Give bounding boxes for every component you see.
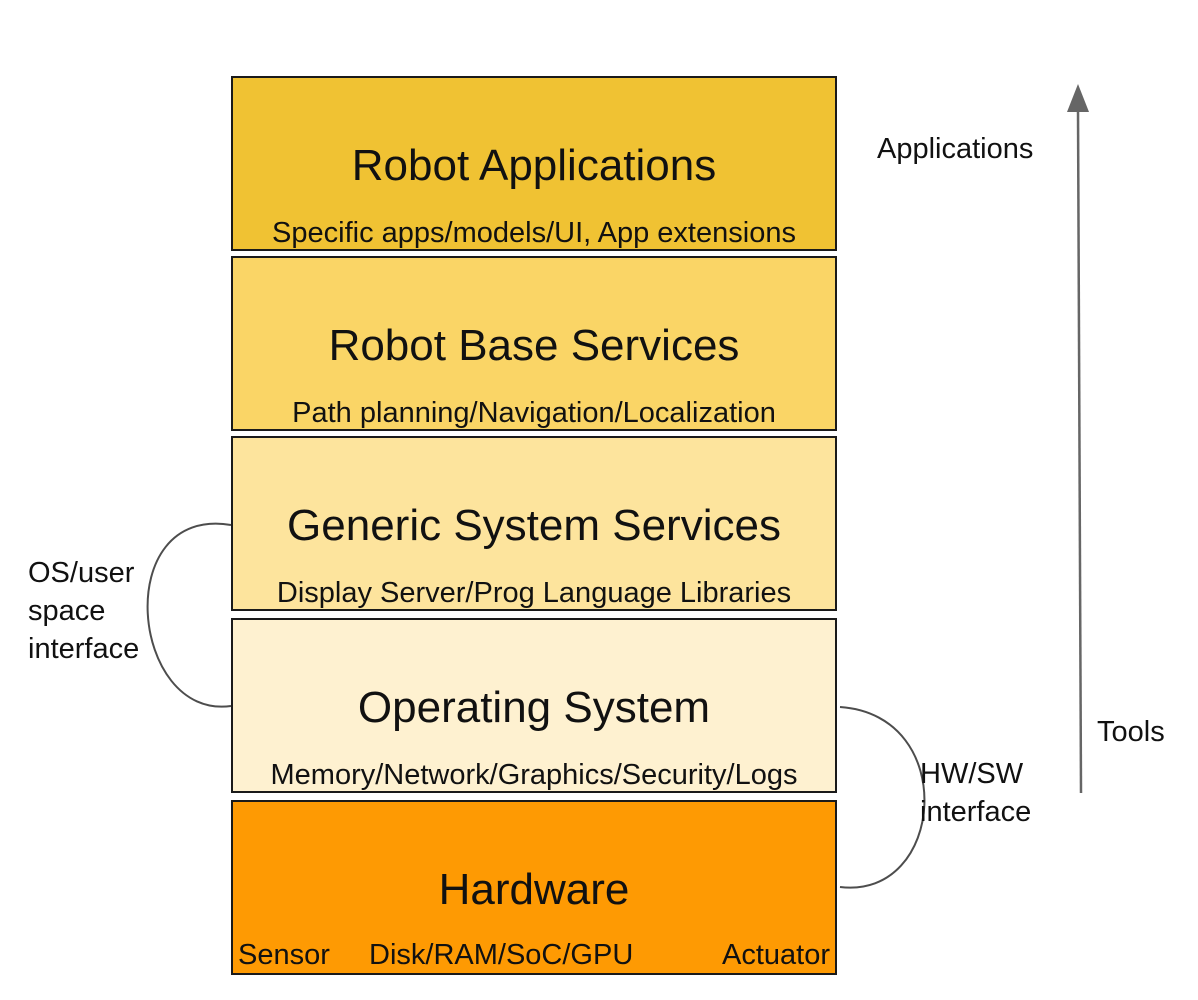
progression-axis-line bbox=[1076, 109, 1083, 794]
os-user-interface-line: OS/user bbox=[28, 557, 135, 589]
layer-subtitle: Display Server/Prog Language Libraries bbox=[276, 577, 792, 609]
layer-title: Generic System Services bbox=[287, 501, 781, 550]
os-user-interface-line: space bbox=[28, 595, 106, 627]
layer-title: Hardware bbox=[438, 865, 630, 914]
os-user-interface-line: interface bbox=[28, 633, 140, 665]
axis-bottom-label: Tools bbox=[1097, 716, 1165, 748]
axis-top-label: Applications bbox=[877, 133, 1034, 165]
os-user-interface-label: OS/user space interface bbox=[28, 554, 139, 668]
layer-subtitle: Specific apps/models/UI, App extensions bbox=[272, 217, 796, 249]
os-user-interface-bracket bbox=[146, 522, 232, 708]
layer-robot-base-services: Robot Base Services Path planning/Naviga… bbox=[231, 256, 837, 431]
hw-sw-interface-line: HW/SW bbox=[920, 758, 1024, 790]
layer-title: Operating System bbox=[357, 683, 711, 732]
hardware-item-sensor: Sensor bbox=[238, 939, 330, 971]
layer-operating-system: Operating System Memory/Network/Graphics… bbox=[231, 618, 837, 793]
layer-subtitle: Memory/Network/Graphics/Security/Logs bbox=[270, 759, 798, 791]
hw-sw-interface-line: interface bbox=[920, 796, 1032, 828]
hw-sw-interface-label: HW/SW interface bbox=[920, 755, 1031, 831]
layer-hardware: Hardware Sensor Disk/RAM/SoC/GPU Actuato… bbox=[231, 800, 837, 975]
layer-title: Robot Base Services bbox=[328, 321, 740, 370]
arrow-up-icon bbox=[1067, 84, 1089, 112]
layer-subtitle: Path planning/Navigation/Localization bbox=[292, 397, 776, 429]
hardware-item-compute: Disk/RAM/SoC/GPU bbox=[369, 939, 634, 971]
layer-title: Robot Applications bbox=[351, 141, 717, 190]
layer-robot-applications: Robot Applications Specific apps/models/… bbox=[231, 76, 837, 251]
hardware-item-actuator: Actuator bbox=[722, 939, 830, 971]
hw-sw-interface-bracket bbox=[839, 706, 926, 889]
layer-generic-system-services: Generic System Services Display Server/P… bbox=[231, 436, 837, 611]
